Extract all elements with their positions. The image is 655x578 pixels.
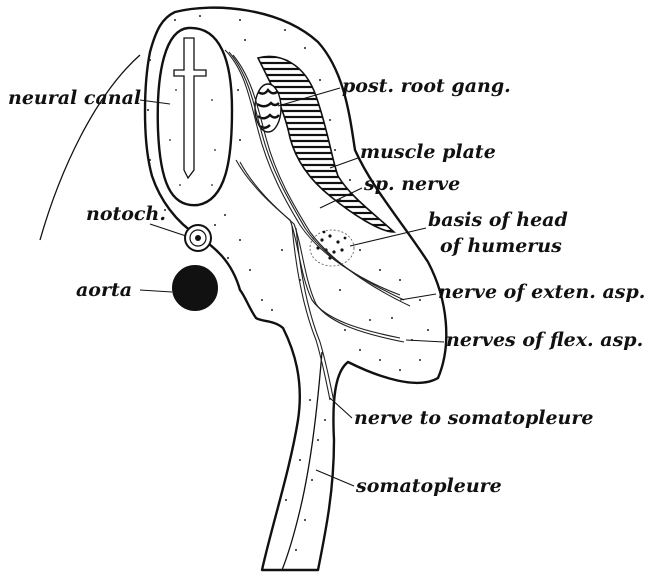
posterior-root-ganglion <box>255 84 281 132</box>
label-nerves-flex: nerves of flex. asp. <box>446 329 643 351</box>
label-somatopleure: somatopleure <box>355 475 502 497</box>
label-notoch: notoch. <box>86 203 166 225</box>
label-sp-nerve: sp. nerve <box>363 173 460 195</box>
label-nerve-exten: nerve of exten. asp. <box>438 281 645 303</box>
label-basis-head-1: basis of head <box>428 209 568 231</box>
label-neural-canal: neural canal <box>8 87 141 109</box>
leader-notoch <box>150 224 186 236</box>
label-muscle-plate: muscle plate <box>360 141 496 163</box>
notochord <box>185 225 211 251</box>
neural-canal-outline <box>158 28 232 205</box>
leader-aorta <box>140 290 172 292</box>
label-nerve-somato: nerve to somatopleure <box>354 407 593 429</box>
label-post-root-gang: post. root gang. <box>342 75 511 97</box>
label-aorta: aorta <box>76 279 132 301</box>
label-basis-head-2: of humerus <box>440 235 562 257</box>
aorta <box>173 266 217 310</box>
